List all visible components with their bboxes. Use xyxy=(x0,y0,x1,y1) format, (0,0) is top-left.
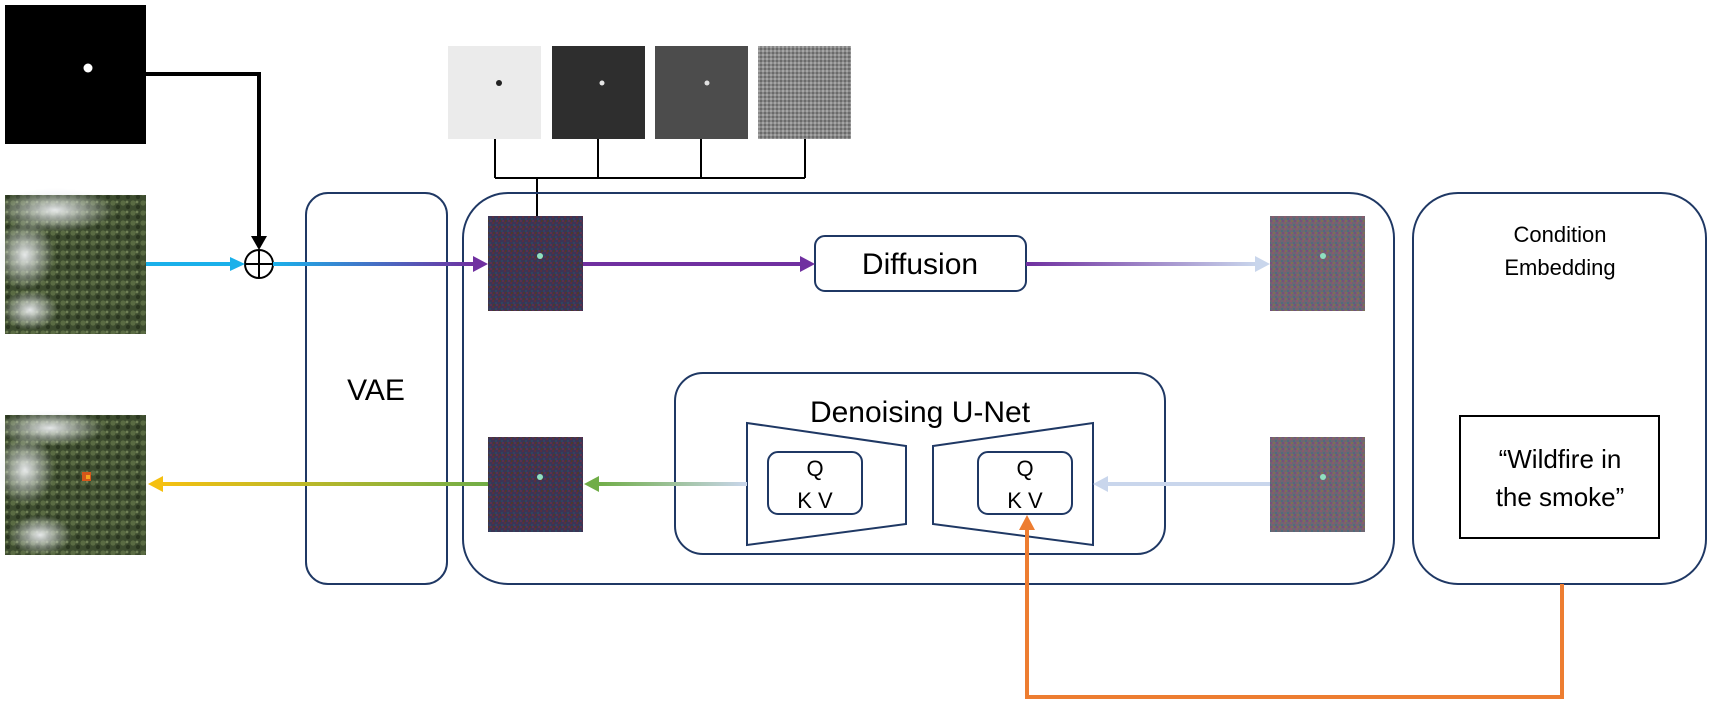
prompt-line1: “Wildfire in xyxy=(1499,444,1622,474)
latent-clean-top xyxy=(488,216,583,311)
unet-decoder-shape xyxy=(932,421,1094,547)
unet-encoder-shape xyxy=(746,421,907,547)
latent-noisy-top xyxy=(1270,216,1365,311)
intermediate-image-1 xyxy=(448,46,541,139)
from-unet-arrow xyxy=(584,476,747,492)
forest-smoke-input-icon xyxy=(0,188,146,334)
vae-box xyxy=(305,192,448,585)
unet-label: Denoising U-Net xyxy=(810,396,1031,429)
mask-image-icon xyxy=(5,5,146,144)
encoder-attention-box xyxy=(767,451,863,515)
mask-arrow xyxy=(146,72,267,250)
condition-embedding-box xyxy=(1412,192,1707,585)
decoder-q-label: Q xyxy=(1016,456,1033,481)
condition-title-line2: Embedding xyxy=(1504,255,1615,280)
latent-space-box xyxy=(462,192,1395,585)
to-diffusion-arrow xyxy=(583,256,815,272)
intermediate-image-4 xyxy=(758,46,851,139)
from-diffusion-arrow xyxy=(1026,256,1270,272)
latent-noisy-bottom xyxy=(1270,437,1365,532)
prompt-box xyxy=(1459,415,1660,539)
decoder-attention-box xyxy=(977,451,1073,515)
unet-box xyxy=(674,372,1166,555)
strip-connector xyxy=(494,139,806,216)
decode-arrow xyxy=(148,476,488,492)
diffusion-label: Diffusion xyxy=(862,248,978,281)
intermediate-image-2 xyxy=(552,46,645,139)
encoder-kv-label: K V xyxy=(797,488,833,513)
decoder-kv-label: K V xyxy=(1007,488,1043,513)
latent-denoised-bottom xyxy=(488,437,583,532)
forest-fire-output-icon xyxy=(0,410,146,555)
intermediate-image-3 xyxy=(655,46,748,139)
input-image-arrow xyxy=(146,257,245,271)
encode-arrow xyxy=(273,256,488,272)
plus-circle-icon xyxy=(244,249,274,279)
condition-arrow xyxy=(1019,515,1564,699)
prompt-line2: the smoke” xyxy=(1496,482,1625,512)
condition-title-line1: Condition xyxy=(1514,222,1607,247)
to-unet-arrow xyxy=(1093,476,1270,492)
encoder-q-label: Q xyxy=(806,456,823,481)
vae-label: VAE xyxy=(347,374,405,407)
